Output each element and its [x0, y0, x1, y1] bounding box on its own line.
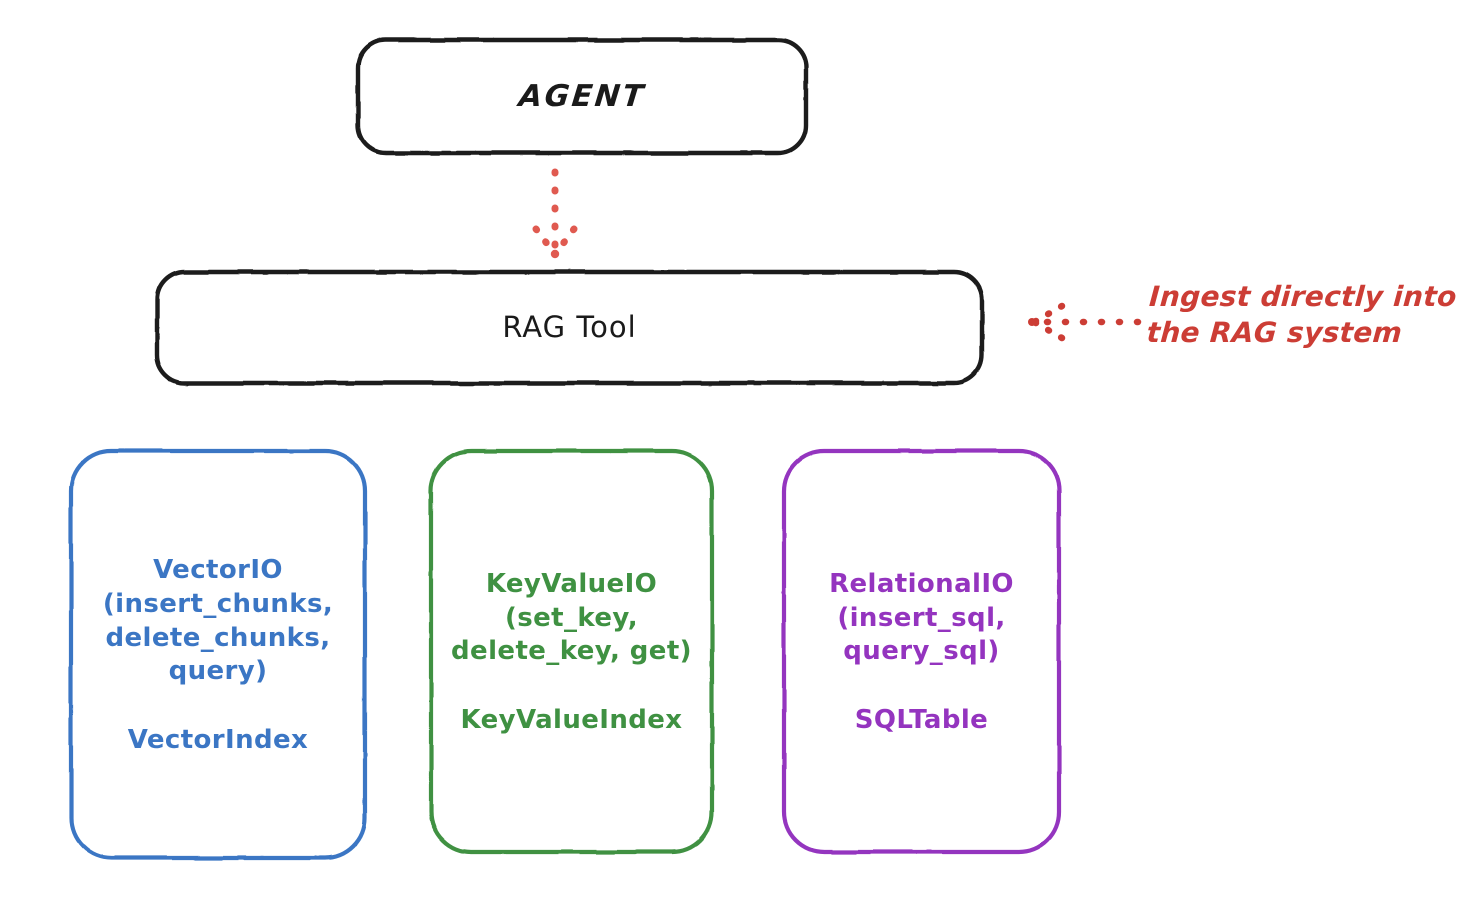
vector-io-title: VectorIO (insert_chunks, delete_chunks, …	[102, 554, 334, 687]
sql-table-label: SQLTable	[854, 705, 989, 736]
agent-label: AGENT	[516, 78, 648, 114]
ingest-to-rag-tool-connector	[1028, 302, 1142, 342]
key-value-io-node[interactable]: KeyValueIO (set_key, delete_key, get) Ke…	[430, 450, 713, 853]
ingest-annotation: Ingest directly into the RAG system	[1145, 279, 1478, 352]
agent-to-rag-tool-connector	[532, 168, 578, 259]
agent-node[interactable]: AGENT	[357, 39, 807, 154]
key-value-index-label: KeyValueIndex	[460, 705, 683, 736]
vector-io-node[interactable]: VectorIO (insert_chunks, delete_chunks, …	[70, 450, 366, 859]
key-value-io-title: KeyValueIO (set_key, delete_key, get)	[451, 568, 692, 667]
ingest-annotation-text: Ingest directly into the RAG system	[1145, 280, 1458, 350]
rag-tool-label: RAG Tool	[502, 310, 637, 345]
relational-io-title: RelationalIO (insert_sql, query_sql)	[829, 568, 1014, 667]
rag-tool-node[interactable]: RAG Tool	[156, 271, 983, 384]
relational-io-node[interactable]: RelationalIO (insert_sql, query_sql) SQL…	[783, 450, 1060, 853]
vector-index-label: VectorIndex	[127, 725, 309, 756]
